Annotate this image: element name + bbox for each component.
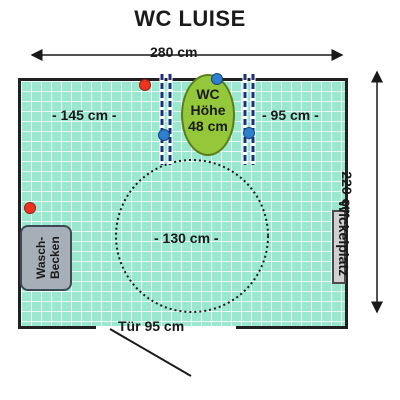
right-grab-bar (242, 74, 256, 165)
turning-circle-label: - 130 cm - (154, 230, 219, 246)
flush-button-marker (139, 79, 151, 91)
door-leaf (109, 328, 192, 377)
emergency-call-marker (24, 202, 36, 214)
left-clearance-label: - 145 cm - (52, 107, 117, 123)
toilet-label-line3: 48 cm (188, 118, 228, 134)
wash-basin-label: Wasch-Becken (34, 236, 62, 280)
toilet-label-line2: Höhe (190, 102, 226, 118)
plan-title: WC LUISE (134, 6, 246, 31)
room-width-label: 280 cm (150, 44, 198, 60)
cistern-marker (211, 73, 223, 85)
toilet-label: WC Höhe 48 cm (181, 86, 235, 134)
right-grab-bar-marker (243, 127, 255, 139)
changing-table (332, 210, 346, 284)
toilet (181, 74, 235, 156)
changing-table-label: Wickelplatz (336, 200, 352, 277)
right-clearance-label: - 95 cm - (262, 107, 319, 123)
toilet-label-line1: WC (196, 86, 220, 102)
door-opening (96, 326, 236, 332)
door-label: Tür 95 cm (118, 318, 185, 334)
wash-basin (20, 225, 72, 291)
left-grab-bar-marker (158, 129, 170, 141)
turning-circle (115, 159, 269, 313)
left-grab-bar (159, 74, 173, 165)
